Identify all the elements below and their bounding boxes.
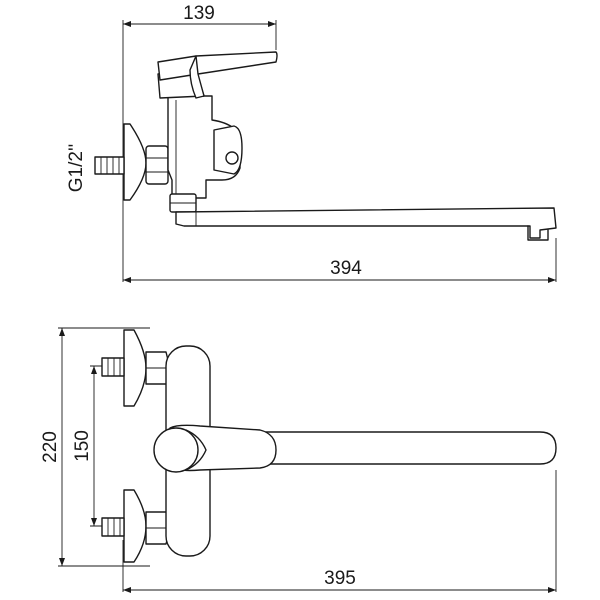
arrow-150-top bbox=[91, 366, 97, 374]
threaded-inlet bbox=[94, 156, 125, 175]
dimension-label-139: 139 bbox=[183, 3, 215, 24]
upper-wall-flange bbox=[123, 329, 147, 407]
diverter-knob bbox=[213, 125, 243, 175]
handle-joint-line bbox=[185, 429, 207, 471]
arrow-395-left bbox=[123, 587, 131, 593]
spout-front bbox=[249, 431, 557, 465]
dimension-label-220: 220 bbox=[40, 431, 61, 463]
front-view: 220 150 395 bbox=[40, 327, 557, 592]
arrow-394-right bbox=[548, 277, 556, 283]
arrow-139-left bbox=[123, 21, 131, 27]
arrow-394-left bbox=[123, 277, 131, 283]
lever-handle bbox=[157, 51, 278, 81]
side-view: 139 394 G1/2'' bbox=[66, 3, 557, 282]
cartridge-cap-front bbox=[153, 427, 199, 473]
hex-nut bbox=[145, 145, 169, 185]
arrow-220-bottom bbox=[59, 558, 65, 566]
spout-tube bbox=[175, 207, 557, 239]
arrow-395-right bbox=[548, 587, 556, 593]
upper-threaded-inlet bbox=[101, 357, 125, 377]
lever-neck bbox=[189, 55, 205, 99]
dimension-label-395: 395 bbox=[324, 568, 356, 589]
diverter-knob-cap bbox=[225, 151, 239, 165]
dimension-label-150: 150 bbox=[72, 430, 93, 462]
arrow-139-right bbox=[268, 21, 276, 27]
mixer-body bbox=[167, 95, 241, 199]
arrow-150-bottom bbox=[91, 518, 97, 526]
arrow-220-top bbox=[59, 328, 65, 336]
thread-size-label: G1/2'' bbox=[66, 144, 87, 192]
lower-threaded-inlet bbox=[101, 517, 125, 537]
dimension-label-394: 394 bbox=[330, 258, 362, 279]
wall-flange bbox=[123, 123, 147, 201]
aerator bbox=[527, 225, 549, 241]
lower-wall-flange bbox=[123, 489, 147, 563]
arrowheads bbox=[59, 21, 556, 593]
